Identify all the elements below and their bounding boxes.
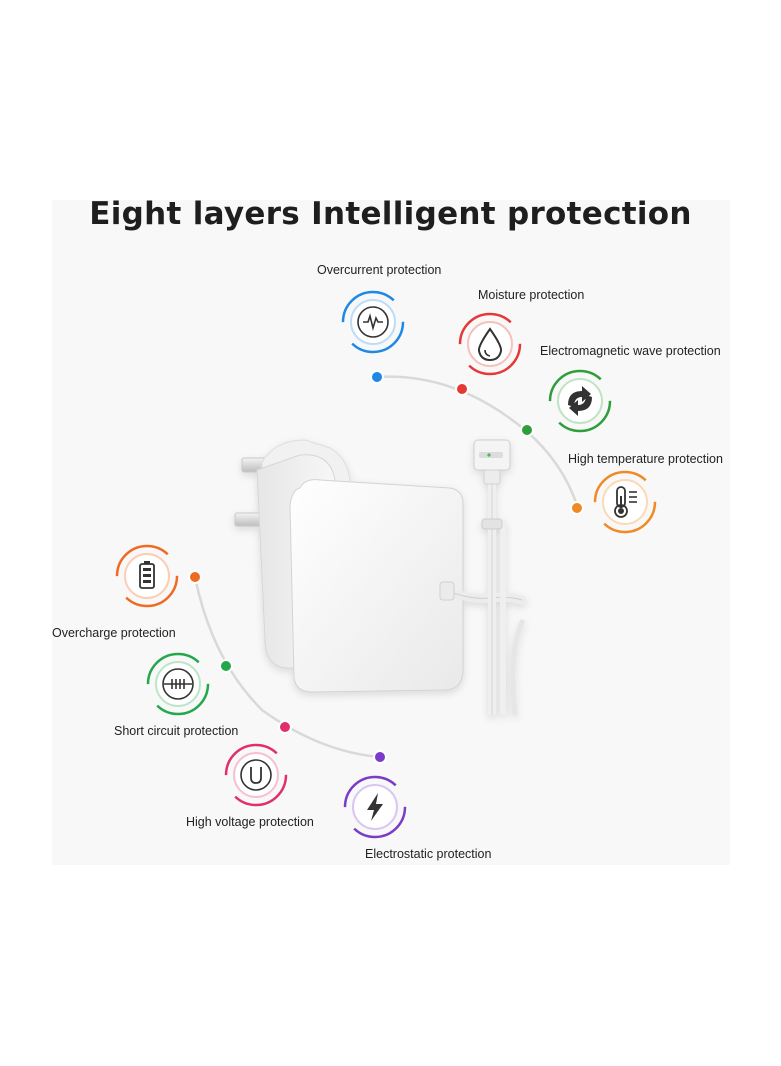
lightning-icon xyxy=(343,775,407,839)
thermometer-icon xyxy=(593,470,657,534)
label-high-voltage-protection: High voltage protection xyxy=(186,815,314,829)
short-circuit-icon xyxy=(146,652,210,716)
dot-overcurrent xyxy=(370,370,384,384)
label-electrostatic-protection: Electrostatic protection xyxy=(365,847,492,861)
label-electromagnetic-wave-protection: Electromagnetic wave protection xyxy=(540,344,721,358)
dot-high-temperature xyxy=(570,501,584,515)
dot-overcharge xyxy=(188,570,202,584)
dot-moisture xyxy=(455,382,469,396)
label-moisture-protection: Moisture protection xyxy=(478,288,585,302)
connector-arc-top xyxy=(376,375,580,509)
label-overcurrent-protection: Overcurrent protection xyxy=(317,263,442,277)
connector-dots xyxy=(188,370,584,764)
water-drop-icon xyxy=(458,312,522,376)
dot-electromagnetic xyxy=(520,423,534,437)
power-adapter-image xyxy=(234,439,527,716)
label-high-temperature-protection: High temperature protection xyxy=(568,452,723,466)
label-short-circuit-protection: Short circuit protection xyxy=(114,724,239,738)
label-overcharge-protection: Overcharge protection xyxy=(52,626,176,640)
voltage-icon xyxy=(224,743,288,807)
pulse-icon xyxy=(341,290,405,354)
dot-high-voltage xyxy=(278,720,292,734)
dot-short-circuit xyxy=(219,659,233,673)
battery-icon xyxy=(115,544,179,608)
refresh-arrows-icon xyxy=(548,369,612,433)
page-title: Eight layers Intelligent protection xyxy=(89,196,692,232)
dot-electrostatic xyxy=(373,750,387,764)
connector-arc-bottom xyxy=(193,576,381,759)
